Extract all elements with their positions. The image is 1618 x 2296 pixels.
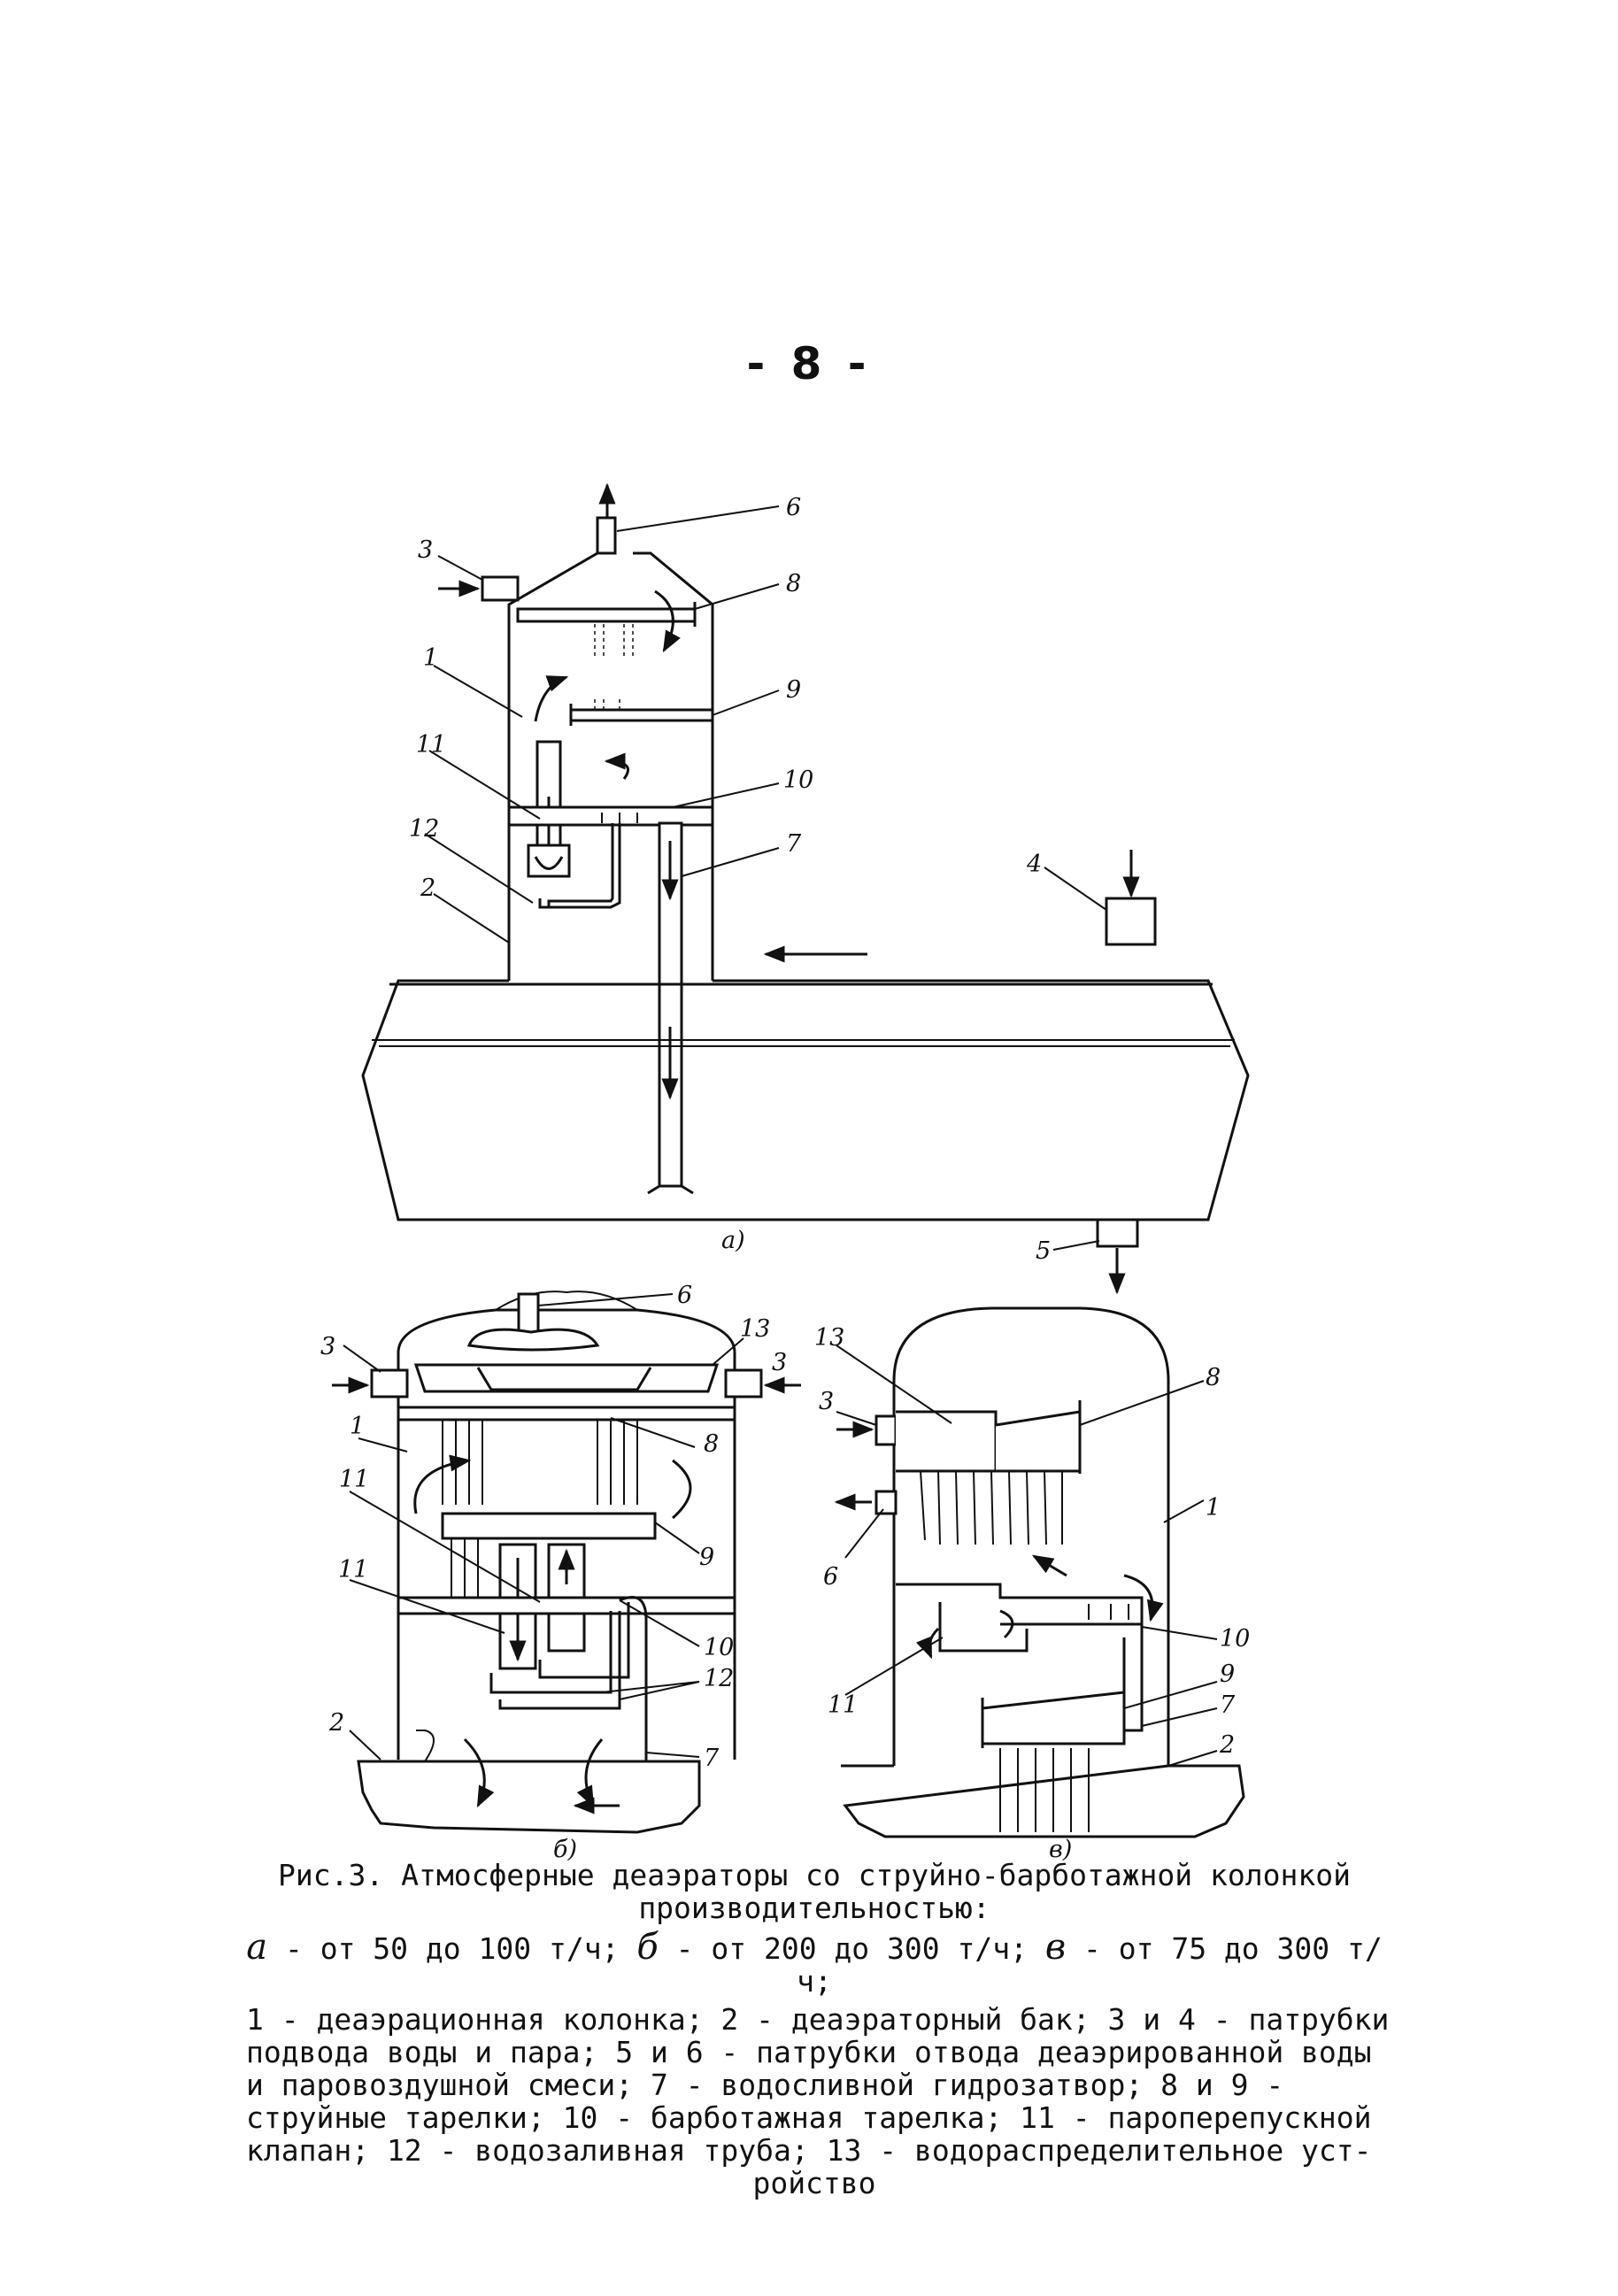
label-a-5: 5 (1036, 1237, 1051, 1265)
diagram-v-deaerator-75-300 (834, 1306, 1245, 1838)
label-v-10: 10 (1220, 1625, 1250, 1653)
label-b-3-right: 3 (772, 1349, 787, 1376)
label-b-9: 9 (699, 1544, 714, 1571)
range-b-letter: б (636, 1927, 659, 1968)
page-number: - 8 - (746, 338, 872, 389)
bypass-valve-11-v (938, 1602, 1029, 1653)
sublabel-a: а) (721, 1227, 745, 1254)
seal-box-12-a (527, 844, 571, 878)
label-v-11: 11 (828, 1691, 858, 1719)
label-a-6: 6 (786, 494, 801, 521)
range-a-letter: а (246, 1927, 268, 1968)
label-a-9: 9 (786, 676, 801, 704)
label-a-11: 11 (416, 731, 446, 759)
caption-title-continued: производительностью: (638, 1891, 990, 1925)
legend-line-6: ройство (752, 2166, 876, 2200)
caption-title: Рис.3. Атмосферные деаэраторы со струйно… (278, 1858, 1351, 1892)
label-a-10: 10 (783, 767, 813, 794)
label-v-7: 7 (1220, 1691, 1236, 1719)
tank-2-b (357, 1760, 701, 1834)
sublabel-b: б) (553, 1836, 577, 1863)
label-b-1: 1 (350, 1413, 365, 1440)
inlet-nozzle-3-v (874, 1414, 898, 1446)
label-b-2: 2 (328, 1709, 344, 1737)
label-v-6: 6 (823, 1563, 838, 1591)
jet-tray-9-a (569, 708, 714, 722)
label-v-3: 3 (819, 1388, 834, 1415)
label-a-8: 8 (786, 570, 801, 597)
sublabel-v: в) (1049, 1836, 1072, 1863)
column-b-shell (397, 1308, 736, 1760)
label-v-9: 9 (1220, 1660, 1235, 1688)
label-b-7: 7 (704, 1745, 720, 1772)
diagram-a-deaerator-50-100 (361, 482, 1250, 1295)
range-v-letter: в (1044, 1927, 1067, 1968)
jet-tray-8-a (516, 607, 697, 623)
tank-2-a (361, 979, 1250, 1221)
jet-tray-9-v (981, 1691, 1126, 1745)
label-b-3-left: 3 (320, 1333, 335, 1360)
range-b-text: - от 200 до 300 т/ч; (658, 1931, 1045, 1966)
tank-2-v (841, 1764, 1245, 1838)
label-v-8: 8 (1206, 1364, 1221, 1391)
jet-tray-8-b (397, 1406, 736, 1422)
legend-line-3: и паровоздушной смеси; 7 - водосливной г… (246, 2068, 1284, 2102)
barbotage-tray-10-b (397, 1596, 736, 1615)
jet-tray-9-b (441, 1512, 657, 1540)
range-a-text: - от 50 до 100 т/ч; (267, 1931, 637, 1966)
label-v-13: 13 (814, 1324, 844, 1352)
diagram-b-deaerator-200-300 (332, 1291, 801, 1834)
label-v-1: 1 (1206, 1494, 1221, 1522)
label-b-11-top: 11 (339, 1466, 369, 1493)
inlet-nozzle-3-a (481, 575, 520, 602)
label-a-12: 12 (409, 815, 439, 843)
label-a-3: 3 (418, 536, 433, 564)
inlet-nozzle-3-b-left (370, 1368, 409, 1398)
distributor-13-b (413, 1363, 720, 1393)
label-b-13: 13 (740, 1315, 770, 1343)
label-b-11-mid: 11 (338, 1556, 368, 1583)
inlet-nozzle-3-b-right (724, 1368, 763, 1398)
seal-pipes-12-b (489, 1602, 630, 1710)
distributor-13-v (896, 1410, 998, 1473)
vent-pipe-6-a (596, 516, 617, 555)
vent-pipe-6-b (517, 1292, 540, 1336)
legend-line-5: клапан; 12 - водозаливная труба; 13 - во… (246, 2133, 1372, 2168)
label-a-2: 2 (420, 874, 435, 902)
label-a-7: 7 (786, 830, 802, 858)
legend-line-1: 1 - деаэрационная колонка; 2 - деаэратор… (246, 2002, 1390, 2037)
label-b-10: 10 (704, 1634, 734, 1661)
label-a-4: 4 (1026, 851, 1042, 878)
jet-tray-8-v (995, 1410, 1082, 1473)
barbotage-tray-10-v (896, 1583, 1144, 1626)
label-b-12: 12 (704, 1665, 734, 1692)
legend-line-2: подвода воды и пара; 5 и 6 - патрубки от… (246, 2035, 1372, 2069)
outlet-nozzle-5-a (1096, 1218, 1139, 1248)
column-v-shell (892, 1306, 1170, 1766)
figure-caption: Рис.3. Атмосферные деаэраторы со струйно… (239, 1859, 1390, 2200)
vent-nozzle-6-v (874, 1490, 898, 1515)
label-b-8: 8 (704, 1430, 719, 1458)
label-a-1: 1 (423, 644, 438, 672)
label-b-6: 6 (677, 1282, 692, 1309)
legend-line-4: струйные тарелки; 10 - барботажная тарел… (246, 2100, 1372, 2135)
range-v-text: - от 75 до 300 т/ч; (797, 1931, 1383, 1999)
steam-inlet-4-a (1105, 897, 1157, 946)
barbotage-tray-10-a (507, 805, 714, 827)
capacity-ranges: а - от 50 до 100 т/ч; б - от 200 до 300 … (239, 1930, 1390, 1999)
label-v-2: 2 (1219, 1731, 1235, 1759)
